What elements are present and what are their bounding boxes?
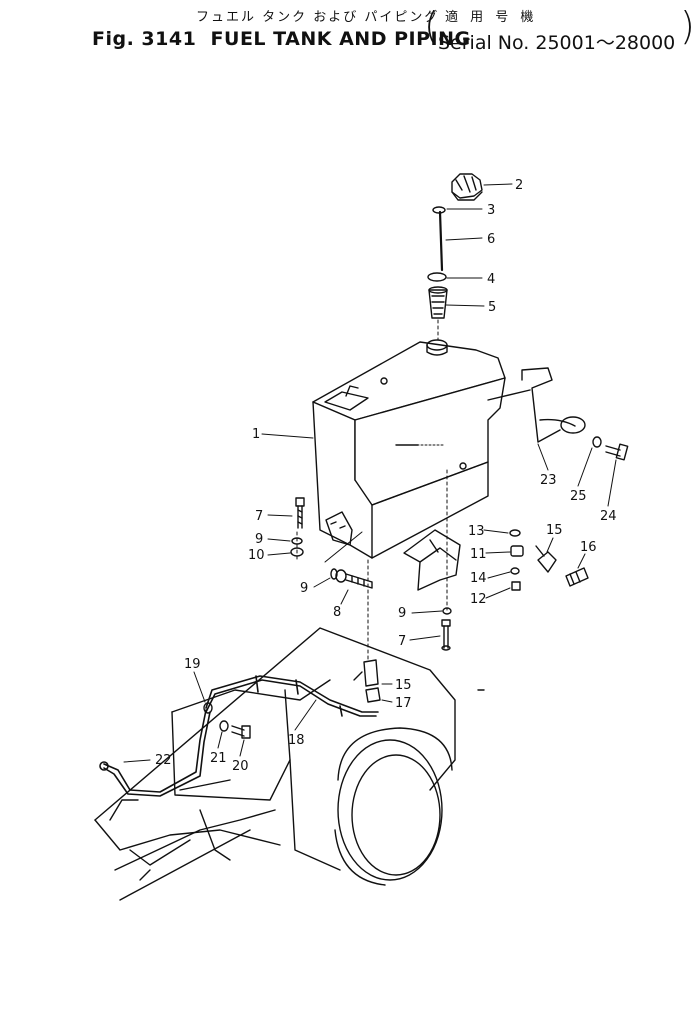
machine-frame [94,627,485,901]
callout-1: 1 [252,427,260,442]
callout-17: 17 [395,696,412,711]
callout-16: 16 [580,540,597,555]
callout-13: 13 [468,524,485,539]
washer-13 [509,529,521,537]
callout-7-lower: 7 [398,634,406,649]
callout-12: 12 [470,592,487,607]
callout-8: 8 [333,605,341,620]
washer-9-left [330,568,338,580]
callout-leader-lines [123,183,617,763]
bolt-20 [231,725,251,739]
bolt-7-upper [295,497,305,529]
left-bracket: ( [424,4,439,48]
callout-5: 5 [488,300,496,315]
vent-pipe [521,367,561,443]
callout-6: 6 [487,232,495,247]
callout-14: 14 [470,571,487,586]
callout-15-right: 15 [546,523,563,538]
filler-neck-strainer [428,286,448,319]
serial-range: Serial No. 25001～28000 [438,32,676,54]
filler-cap [451,173,483,201]
callout-11: 11 [470,547,487,562]
washer-21 [219,720,229,732]
valve-15 [535,545,557,573]
bolt-8 [335,569,373,589]
washer-14 [510,567,520,575]
callout-9-lower: 9 [398,606,406,621]
callout-15-lower: 15 [395,678,412,693]
connector-11 [510,545,524,557]
tank-support-bracket [403,529,461,591]
hose-16 [565,567,589,587]
right-bracket: ) [680,4,695,48]
figure-title-text: FUEL TANK AND PIPING [210,28,471,50]
washer-25 [592,436,602,448]
callout-10: 10 [248,548,265,563]
callout-labels: 2 3 6 4 5 1 7 9 10 9 8 13 11 14 12 15 16… [155,178,617,774]
callout-22: 22 [155,753,172,768]
elbow-17 [365,687,381,703]
callout-3: 3 [487,203,495,218]
callout-25: 25 [570,489,587,504]
fuel-tank [312,339,506,559]
figure-title: Fig. 3141 FUEL TANK AND PIPING [92,28,471,50]
drain-valve [353,659,379,687]
callout-9-left: 9 [300,581,308,596]
callout-24: 24 [600,509,617,524]
figure-number: Fig. 3141 [92,28,197,50]
callout-23: 23 [540,473,557,488]
o-ring [427,272,447,282]
vent-pipe-clamp [560,416,586,434]
bolt-7-lower [441,619,451,651]
callout-2: 2 [515,178,523,193]
pipe-clamp-19 [203,702,213,714]
callout-19: 19 [184,657,201,672]
callout-18: 18 [288,733,305,748]
callout-4: 4 [487,272,495,287]
japanese-title: フュエル タンク および パイピング [196,10,440,25]
callout-7-upper: 7 [255,509,263,524]
cap-strainer [432,206,446,272]
assembly-guide-lines [296,319,448,661]
callout-21: 21 [210,751,227,766]
callout-9-upper: 9 [255,532,263,547]
fuel-pipe [99,675,379,797]
bolt-24 [605,443,629,461]
japanese-serial-label: 適 用 号 機 [445,10,538,25]
callout-20: 20 [232,759,249,774]
bolt-12 [511,581,521,591]
